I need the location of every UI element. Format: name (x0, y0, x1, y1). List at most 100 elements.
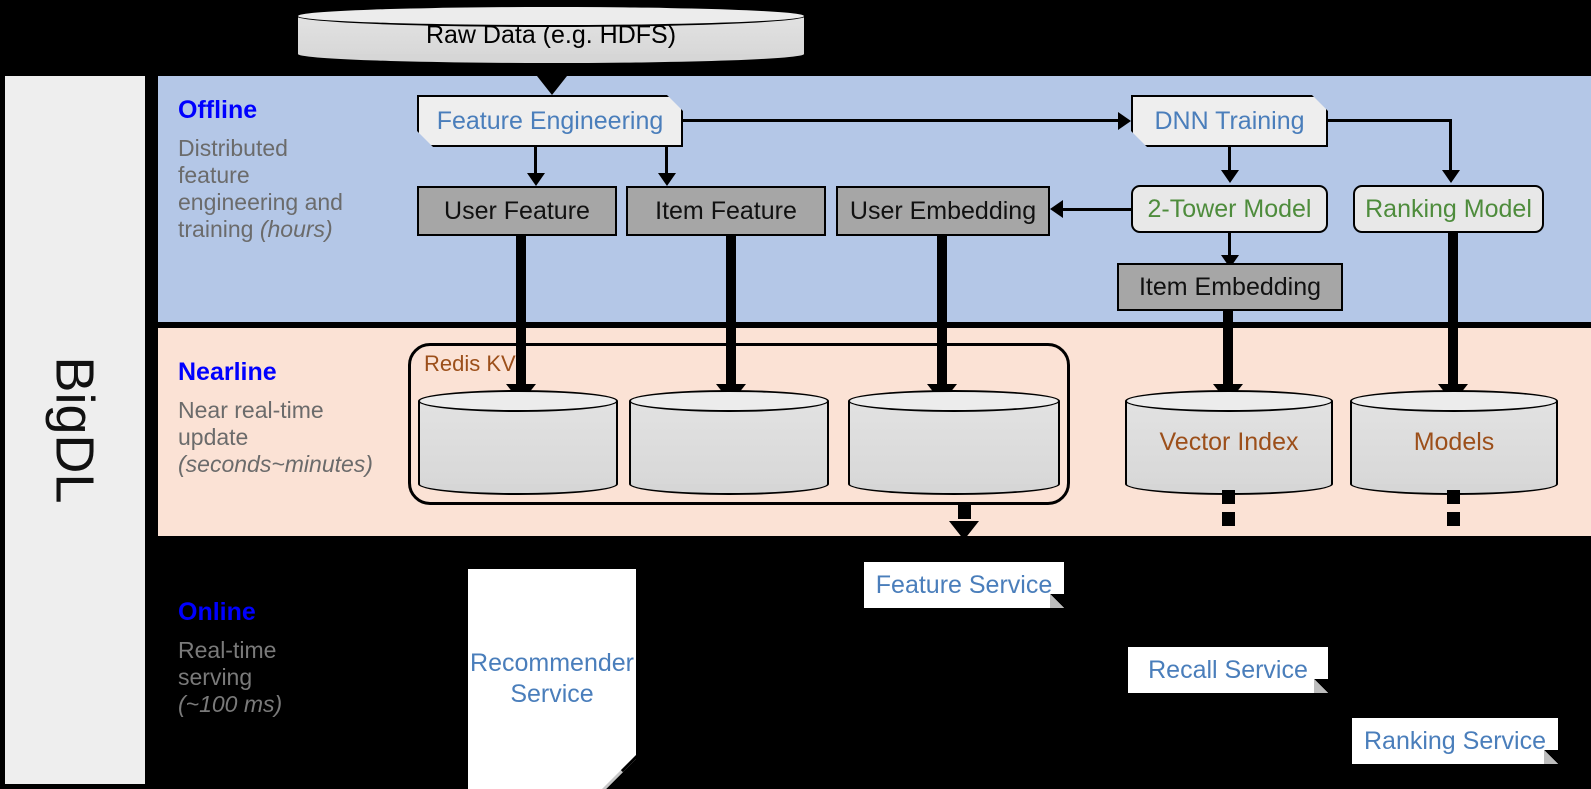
cylinder-body (629, 401, 829, 484)
recommender-service-line-1: Recommender (470, 648, 634, 677)
feature-engineering-box[interactable]: Feature Engineering (417, 95, 683, 147)
connector-dnn-twotower (1228, 147, 1231, 172)
offline-desc-line-1: Distributed (178, 135, 288, 161)
feature-service-doc[interactable]: Feature Service (864, 562, 1064, 608)
connector-itemembedding-vectorindex (1223, 311, 1233, 386)
dnn-training-box[interactable]: DNN Training (1131, 95, 1328, 147)
raw-data-label: Raw Data (e.g. HDFS) (425, 20, 677, 49)
cylinder-body (1125, 401, 1333, 484)
item-embedding-label: Item Embedding (1138, 272, 1322, 301)
two-tower-model-box[interactable]: 2-Tower Model (1131, 185, 1328, 233)
connector-userfeature-kv1 (516, 236, 526, 386)
connector-twotower-itemembedding (1228, 233, 1231, 258)
online-desc-line-1: Real-time (178, 637, 277, 663)
user-feature-box[interactable]: User Feature (417, 186, 617, 236)
stage-title-nearline: Nearline (178, 358, 277, 386)
connector-rawdata-fe (549, 63, 556, 79)
cylinder-body (418, 401, 618, 484)
cylinder-body (1350, 401, 1558, 484)
kv-store-cylinder-2[interactable] (629, 390, 829, 495)
connector-rankingmodel-models (1448, 233, 1458, 386)
arrow-twotower-userembedding (1050, 200, 1063, 218)
stage-title-offline: Offline (178, 96, 258, 124)
item-feature-label: Item Feature (655, 196, 797, 225)
item-feature-box[interactable]: Item Feature (626, 186, 826, 236)
kv-store-1-label (418, 390, 618, 495)
ranking-model-label: Ranking Model (1365, 194, 1532, 223)
connector-vectorindex-recall-dash1 (1222, 490, 1235, 504)
connector-models-ranking-dash2 (1447, 512, 1460, 526)
connector-twotower-userembedding (1063, 208, 1133, 211)
connector-models-ranking-dash1 (1447, 490, 1460, 504)
cylinder-top (1350, 390, 1558, 412)
nearline-desc-duration: (seconds~minutes) (178, 451, 373, 478)
vector-index-cylinder[interactable]: Vector Index (1125, 390, 1333, 495)
nearline-desc-line-2: update (178, 424, 249, 451)
ranking-service-label: Ranking Service (1363, 726, 1547, 755)
connector-fe-dnn (683, 119, 1118, 122)
kv-store-cylinder-3[interactable] (848, 390, 1060, 495)
bigdl-label: BigDL (5, 76, 145, 784)
two-tower-model-label: 2-Tower Model (1147, 194, 1312, 223)
stage-title-online: Online (178, 598, 256, 626)
connector-fe-userfeature (534, 147, 537, 175)
cylinder-top (296, 5, 806, 27)
raw-data-cylinder: Raw Data (e.g. HDFS) (296, 5, 806, 65)
cylinder-body (848, 401, 1060, 484)
user-feature-label: User Feature (444, 196, 590, 225)
arrow-dnn-ranking (1442, 170, 1460, 183)
connector-userembedding-kv3 (937, 236, 947, 386)
offline-desc-line-3: engineering and (178, 189, 343, 216)
arrow-rawdata-fe (537, 76, 567, 95)
online-desc-line-2: serving (178, 664, 253, 691)
stage-desc-offline: Distributed feature engineering and trai… (178, 135, 393, 244)
stage-desc-nearline: Near real-time update (seconds~minutes) (178, 397, 393, 478)
user-embedding-box[interactable]: User Embedding (836, 186, 1050, 236)
offline-desc-duration: (hours) (259, 216, 333, 243)
stage-caption-offline: Offline Distributed feature engineering … (178, 96, 393, 244)
arrow-fe-userfeature (527, 173, 545, 186)
kv-store-3-label (848, 390, 1060, 495)
connector-dnn-ranking-h (1328, 119, 1452, 122)
arrow-kv-featureservice (949, 521, 979, 540)
recall-service-doc[interactable]: Recall Service (1128, 647, 1328, 693)
offline-desc-line-2: feature (178, 162, 250, 189)
bigdl-framework-panel: BigDL (5, 76, 145, 784)
cylinder-top (629, 390, 829, 412)
item-embedding-box[interactable]: Item Embedding (1117, 263, 1343, 311)
kv-store-cylinder-1[interactable] (418, 390, 618, 495)
arrow-fe-dnn (1118, 112, 1131, 130)
user-embedding-label: User Embedding (849, 196, 1037, 225)
recommender-service-doc[interactable]: Recommender Service (468, 569, 636, 789)
stage-caption-online: Online Real-time serving (~100 ms) (178, 598, 393, 718)
cylinder-top (418, 390, 618, 412)
bigdl-label-text: BigDL (45, 356, 106, 504)
kv-store-2-label (629, 390, 829, 495)
models-cylinder[interactable]: Models (1350, 390, 1558, 495)
connector-dnn-ranking-v (1449, 119, 1452, 172)
connector-itemfeature-kv2 (726, 236, 736, 386)
ranking-service-doc[interactable]: Ranking Service (1352, 718, 1558, 764)
recommender-service-line-2: Service (510, 680, 594, 708)
feature-engineering-label: Feature Engineering (436, 106, 664, 135)
cylinder-top (848, 390, 1060, 412)
feature-service-label: Feature Service (875, 570, 1053, 599)
vector-index-label: Vector Index (1159, 428, 1299, 456)
connector-kv-featureservice-dash1 (958, 505, 971, 519)
offline-desc-line-4: training (hours) (178, 216, 333, 243)
online-desc-duration: (~100 ms) (178, 691, 283, 718)
cylinder-top (1125, 390, 1333, 412)
redis-kv-label: Redis KV (424, 351, 516, 376)
connector-fe-itemfeature (665, 147, 668, 175)
arrow-fe-itemfeature (658, 173, 676, 186)
arrow-dnn-twotower (1221, 170, 1239, 183)
recall-service-label: Recall Service (1148, 655, 1308, 684)
stage-desc-online: Real-time serving (~100 ms) (178, 637, 393, 718)
dnn-training-label: DNN Training (1154, 106, 1305, 135)
stage-caption-nearline: Nearline Near real-time update (seconds~… (178, 358, 393, 478)
recommender-service-label: Recommender Service (470, 648, 634, 711)
nearline-desc-line-1: Near real-time (178, 397, 324, 423)
redis-kv-group (408, 343, 1070, 505)
ranking-model-box[interactable]: Ranking Model (1353, 185, 1544, 233)
connector-vectorindex-recall-dash2 (1222, 512, 1235, 526)
